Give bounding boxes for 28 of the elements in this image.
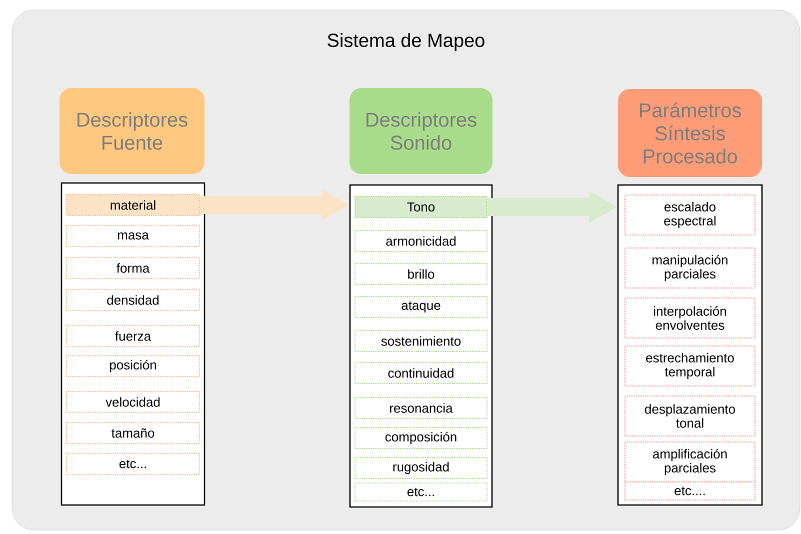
item-box: velocidad xyxy=(66,391,200,413)
item-box: forma xyxy=(66,257,200,279)
item-box: continuidad xyxy=(354,362,488,384)
item-box: fuerza xyxy=(66,325,200,347)
item-box: resonancia xyxy=(354,397,488,419)
item-box: armonicidad xyxy=(354,230,488,252)
item-box: etc.... xyxy=(624,482,756,500)
item-box: escalado espectral xyxy=(624,194,756,236)
header-box: Parámetros Síntesis Procesado xyxy=(618,88,762,177)
item-box: Tono xyxy=(354,196,488,218)
item-box: tamaño xyxy=(66,422,200,444)
item-box: etc... xyxy=(354,482,488,502)
item-box: sostenimiento xyxy=(354,330,488,352)
item-box: ataque xyxy=(354,296,488,318)
item-box: estrechamiento temporal xyxy=(624,346,756,386)
item-box: manipulación parciales xyxy=(624,248,756,288)
header-box: Descriptores Fuente xyxy=(60,88,204,174)
item-box: etc... xyxy=(66,453,200,475)
item-box: material xyxy=(66,194,200,216)
header-box: Descriptores Sonido xyxy=(350,88,492,174)
item-box: interpolación envolventes xyxy=(624,298,756,338)
item-box: rugosidad xyxy=(354,457,488,479)
item-box: brillo xyxy=(354,263,488,285)
item-box: posición xyxy=(66,355,200,377)
item-box: composición xyxy=(354,427,488,449)
item-box: densidad xyxy=(66,289,200,311)
item-box: masa xyxy=(66,225,200,247)
item-box: desplazamiento tonal xyxy=(624,396,756,436)
